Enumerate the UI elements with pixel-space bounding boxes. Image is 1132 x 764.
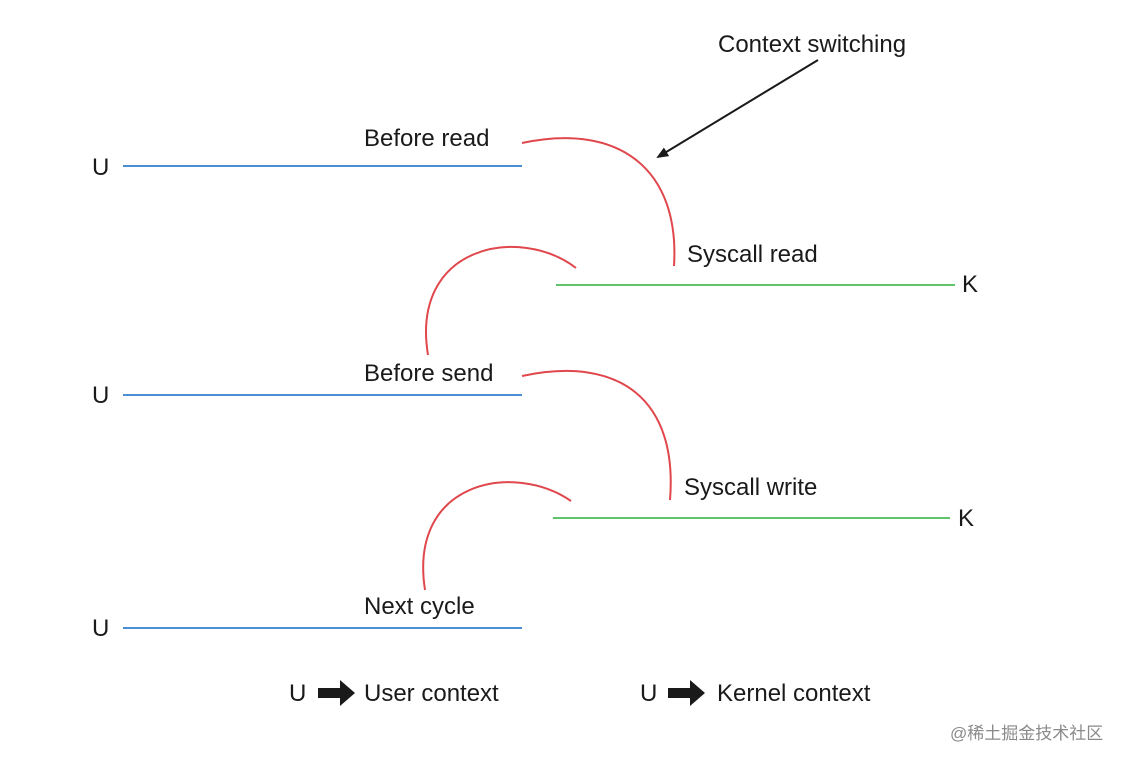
legend-user-arrow-icon — [318, 680, 355, 706]
legend-kernel-label: Kernel context — [717, 680, 871, 707]
legend-kernel-symbol: U — [640, 680, 657, 707]
user-label-2: Before send — [364, 360, 493, 387]
kernel-marker-1: K — [962, 271, 978, 298]
kernel-label-1: Syscall read — [687, 241, 818, 268]
kernel-marker-2: K — [958, 505, 974, 532]
legend: U User context U Kernel context — [289, 680, 871, 707]
switch-arc-3 — [521, 369, 672, 501]
watermark: @稀土掘金技术社区 — [950, 724, 1103, 743]
callout-arrow — [656, 59, 819, 159]
legend-user-label: User context — [364, 680, 499, 707]
user-marker-2: U — [92, 382, 109, 409]
kernel-label-2: Syscall write — [684, 474, 817, 501]
legend-kernel-arrow-icon — [668, 680, 705, 706]
callout-label: Context switching — [718, 31, 906, 58]
user-marker-3: U — [92, 615, 109, 642]
user-label-1: Before read — [364, 125, 489, 152]
user-label-3: Next cycle — [364, 593, 475, 620]
user-marker-1: U — [92, 154, 109, 181]
switch-arc-1 — [521, 137, 676, 267]
legend-user-symbol: U — [289, 680, 306, 707]
switch-arc-2 — [425, 246, 577, 356]
switch-arc-4 — [422, 481, 572, 591]
